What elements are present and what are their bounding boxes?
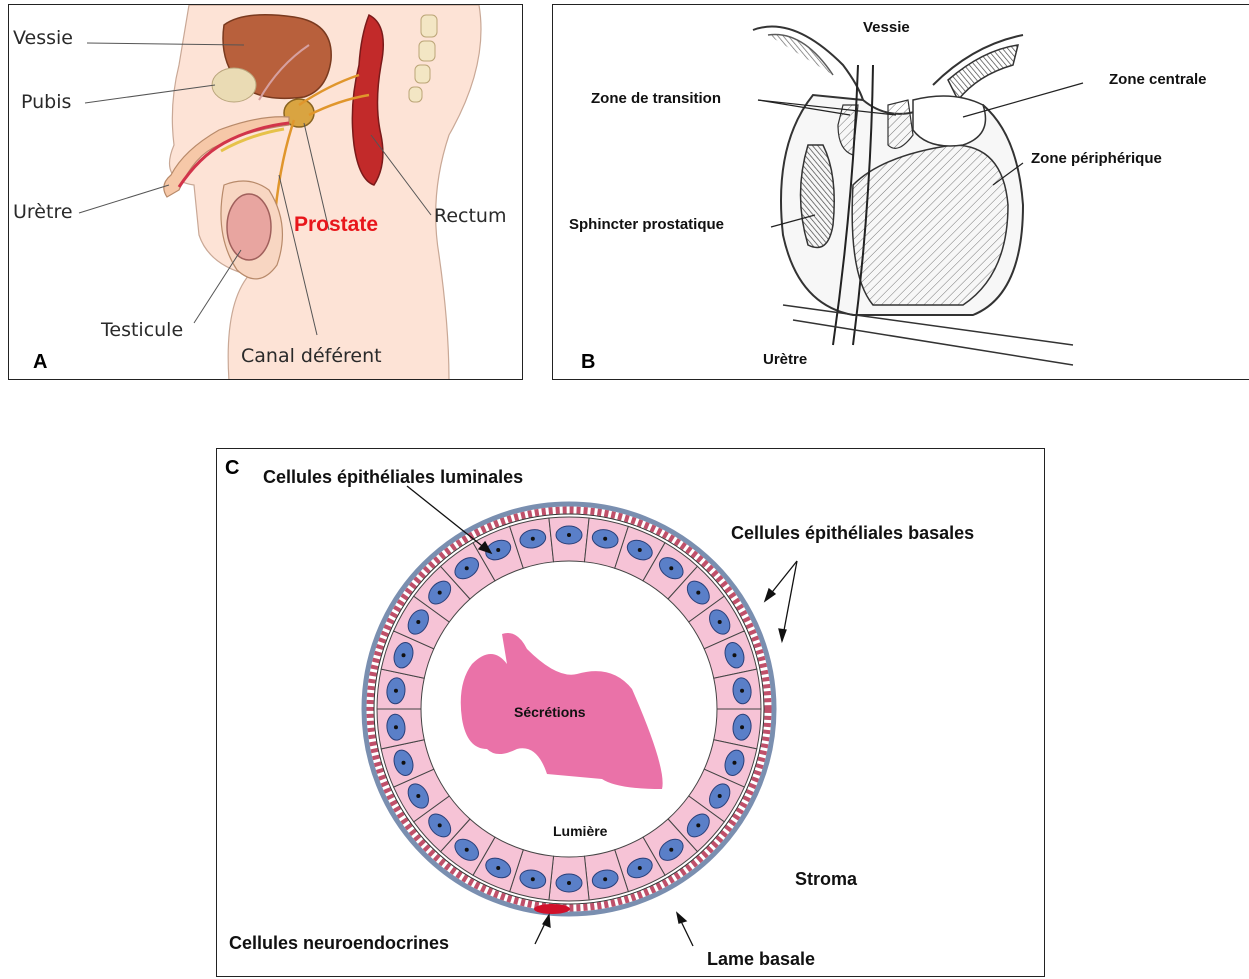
label-testicule: Testicule bbox=[101, 319, 183, 341]
panel-a-letter: A bbox=[33, 351, 47, 374]
label-sphincter-prostatique: Sphincter prostatique bbox=[569, 216, 724, 233]
label-zone-centrale: Zone centrale bbox=[1109, 71, 1207, 88]
nucleolus bbox=[496, 548, 500, 552]
label-cellules-neuroendocrines: Cellules neuroendocrines bbox=[229, 933, 449, 954]
nucleolus bbox=[402, 761, 406, 765]
label-vessie: Vessie bbox=[13, 27, 73, 49]
panel-a-anatomy: Vessie Pubis Urètre Prostate Rectum Test… bbox=[8, 4, 523, 380]
nucleolus bbox=[465, 566, 469, 570]
label-prostate: Prostate bbox=[294, 213, 378, 237]
label-zone-transition: Zone de transition bbox=[591, 90, 721, 107]
label-pubis: Pubis bbox=[21, 91, 71, 113]
label-lame-basale: Lame basale bbox=[707, 949, 815, 970]
label-canal-deferent: Canal déférent bbox=[241, 345, 382, 367]
nucleolus bbox=[732, 761, 736, 765]
nucleolus bbox=[394, 725, 398, 729]
panel-c-acinus: C Cellules épithéliales luminales Cellul… bbox=[216, 448, 1045, 977]
label-cellules-basales: Cellules épithéliales basales bbox=[731, 523, 974, 544]
nucleolus bbox=[531, 537, 535, 541]
panel-b-letter: B bbox=[581, 351, 595, 374]
label-zone-peripherique: Zone périphérique bbox=[1031, 150, 1162, 167]
label-b-vessie: Vessie bbox=[863, 19, 910, 36]
label-rectum: Rectum bbox=[434, 205, 506, 227]
nucleolus bbox=[402, 653, 406, 657]
label-uretre: Urètre bbox=[13, 201, 73, 223]
label-lumiere: Lumière bbox=[553, 823, 607, 839]
neuroendocrine-cell bbox=[534, 904, 570, 914]
nucleolus bbox=[732, 653, 736, 657]
nucleolus bbox=[718, 794, 722, 798]
nucleolus bbox=[531, 877, 535, 881]
nucleolus bbox=[740, 725, 744, 729]
nucleolus bbox=[438, 591, 442, 595]
nucleolus bbox=[496, 866, 500, 870]
nucleolus bbox=[696, 591, 700, 595]
nucleolus bbox=[669, 848, 673, 852]
nucleolus bbox=[638, 548, 642, 552]
label-secretions: Sécrétions bbox=[514, 704, 586, 720]
nucleolus bbox=[416, 620, 420, 624]
nucleolus bbox=[416, 794, 420, 798]
zone-peripherique-shape bbox=[852, 145, 1008, 305]
nucleolus bbox=[603, 877, 607, 881]
label-cellules-luminales: Cellules épithéliales luminales bbox=[263, 467, 523, 488]
nucleolus bbox=[638, 866, 642, 870]
testicle-shape bbox=[227, 194, 271, 260]
pelvis-sagittal-illustration bbox=[9, 5, 523, 380]
nucleolus bbox=[394, 689, 398, 693]
nucleolus bbox=[669, 566, 673, 570]
nucleolus bbox=[696, 823, 700, 827]
label-b-uretre: Urètre bbox=[763, 351, 807, 368]
nucleolus bbox=[718, 620, 722, 624]
nucleolus bbox=[465, 848, 469, 852]
label-stroma: Stroma bbox=[795, 869, 857, 890]
nucleolus bbox=[567, 881, 571, 885]
panel-c-letter: C bbox=[225, 457, 239, 480]
prostate-zones-illustration bbox=[553, 5, 1249, 380]
panel-b-prostate-zones: Vessie Zone de transition Zone centrale … bbox=[552, 4, 1249, 380]
nucleolus bbox=[603, 537, 607, 541]
pubis-bone bbox=[212, 68, 256, 102]
nucleolus bbox=[740, 689, 744, 693]
nucleolus bbox=[438, 823, 442, 827]
nucleolus bbox=[567, 533, 571, 537]
